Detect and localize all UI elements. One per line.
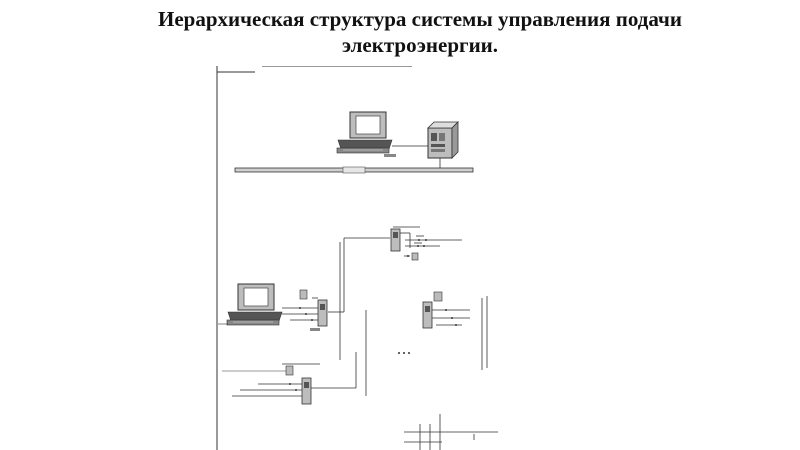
title-line-1: Иерархическая структура системы управлен… bbox=[158, 7, 682, 31]
lower-left-controller-switchgear-icon bbox=[222, 352, 357, 405]
connection-lines-right bbox=[365, 296, 488, 396]
substation-upper-switchgear-icon bbox=[390, 226, 462, 261]
ellipsis-dots bbox=[398, 352, 410, 354]
left-computer-icon bbox=[218, 283, 283, 326]
top-computer-icon bbox=[336, 111, 428, 157]
substation-right-switchgear-icon bbox=[422, 291, 470, 329]
diagram-frame bbox=[216, 66, 255, 450]
bottom-grid bbox=[404, 414, 498, 450]
network-bus bbox=[234, 166, 474, 174]
page-title: Иерархическая структура системы управлен… bbox=[100, 6, 740, 58]
title-line-2: электроэнергии. bbox=[341, 33, 499, 57]
connection-lines-middle bbox=[328, 237, 390, 360]
left-controller-switchgear-icon bbox=[282, 289, 328, 331]
top-server-rack-icon bbox=[427, 121, 459, 168]
frame-top-dots bbox=[262, 66, 412, 67]
